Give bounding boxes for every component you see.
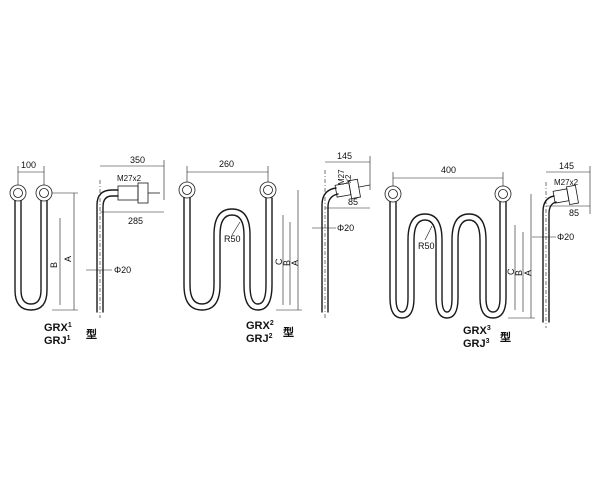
dim-260-label: 260 [219,159,234,169]
model-suffix-1: 型 [86,327,97,341]
side-tube-outer [542,195,555,323]
diagram-grx2-side: 145 M27 x2 85 Φ20 [312,151,371,318]
w-tube-outer [183,197,273,311]
dim-a-label: A [523,270,533,276]
side-tube-inner [102,195,119,313]
dim-b-label: B [282,260,292,266]
side-tube-inner [327,193,339,313]
diagram-grx2-front: 260 R50 C B A GRX2 GRJ2 型 [178,159,302,345]
radius-label-3: R50 [418,241,435,251]
dim-145-label: 145 [559,161,574,171]
dim-350-label: 350 [130,155,145,165]
terminal-flange-right [494,185,512,203]
terminal-flange-right [35,184,53,202]
terminal-flange-left [178,181,196,199]
side-tube-inner [548,201,557,323]
model-grj2: GRJ2 [246,333,273,345]
dim-c-label: C [506,268,516,275]
multi-loop-tube-inner [395,201,501,313]
terminal-flange-right [259,181,277,199]
terminal-flange-left [9,184,27,202]
model-grx1: GRX1 [44,322,72,334]
model-grx3: GRX3 [463,325,491,337]
hex-nut [137,182,149,204]
w-tube-inner [189,197,267,305]
model-suffix-3: 型 [500,330,511,344]
hex-nut [348,178,361,200]
diagram-grx3-side: 145 M27x2 85 Φ20 [532,161,591,328]
hex-nut [566,184,579,206]
dim-c-label: C [274,258,284,265]
dim-400-label: 400 [441,165,456,175]
dim-145-label: 145 [337,151,352,161]
diameter-label-1: Φ20 [114,265,131,275]
diagram-grx3-front: 400 R50 C B A GRX3 GRJ3 型 [384,165,535,350]
multi-loop-tube-outer [389,201,507,319]
dim-b-label: B [514,270,524,276]
thread-label-1: M27x2 [117,174,142,183]
u-tube-inner [20,200,42,305]
terminal-flange-left [384,185,402,203]
model-suffix-2: 型 [283,325,294,339]
model-grj3: GRJ3 [463,338,490,350]
diameter-label-2: Φ20 [337,223,354,233]
u-tube-outer [14,200,48,311]
thread-fitting [117,185,139,201]
side-tube-outer [96,189,119,313]
thread-fitting [552,188,570,204]
dim-85-label: 85 [348,197,358,207]
diameter-label-3: Φ20 [557,232,574,242]
dim-width-label: 100 [21,160,36,170]
radius-label-2: R50 [224,234,241,244]
thread-label-2b: x2 [344,174,353,183]
terminal-flange-right-inner [39,188,49,198]
thread-label-2a: M27 [337,169,346,185]
dim-85-label: 85 [569,208,579,218]
diagram-grx1-side: 350 M27x2 285 Φ20 [86,155,165,318]
diagram-grx1-front: 100 B A GRX1 GRJ1 型 [9,160,97,347]
dim-a-label: A [63,256,73,262]
thread-label-3: M27x2 [554,178,579,187]
dim-a-label: A [290,260,300,266]
model-grj1: GRJ1 [44,335,71,347]
terminal-flange-left-inner [13,188,23,198]
side-tube-outer [321,187,337,313]
dim-285-label: 285 [128,216,143,226]
dim-b-label: B [49,262,59,268]
model-grx2: GRX2 [246,320,274,332]
